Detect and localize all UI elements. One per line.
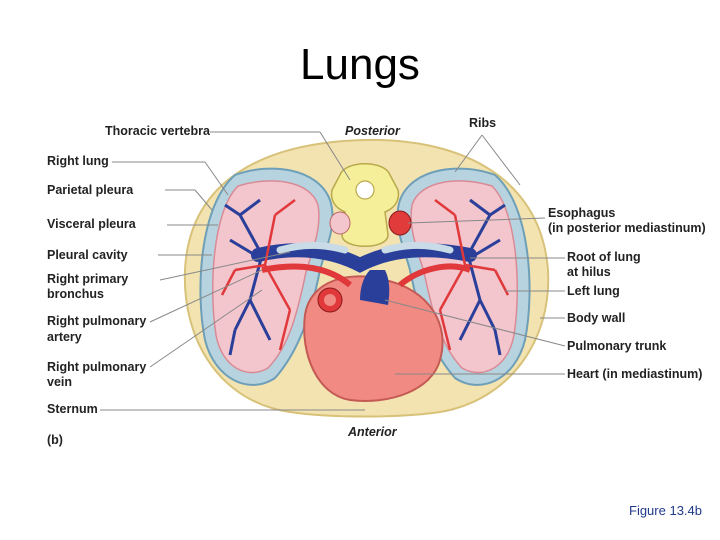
- label-right-pulmonary-artery-2: artery: [47, 330, 82, 345]
- label-right-pulmonary-artery-1: Right pulmonary: [47, 314, 146, 329]
- label-pulmonary-trunk: Pulmonary trunk: [567, 339, 666, 354]
- label-esophagus-1: Esophagus: [548, 206, 615, 221]
- label-right-primary-bronchus-1: Right primary: [47, 272, 128, 287]
- label-visceral-pleura: Visceral pleura: [47, 217, 136, 232]
- aortic-root-inner: [324, 294, 336, 306]
- label-sternum: Sternum: [47, 402, 98, 417]
- label-root-of-lung-1: Root of lung: [567, 250, 641, 265]
- esophagus-shape: [389, 211, 411, 235]
- label-ribs: Ribs: [469, 116, 496, 131]
- label-anterior: Anterior: [348, 425, 397, 440]
- label-heart: Heart (in mediastinum): [567, 367, 702, 382]
- label-thoracic-vertebra: Thoracic vertebra: [105, 124, 210, 139]
- label-body-wall: Body wall: [567, 311, 625, 326]
- aorta-shape: [330, 212, 350, 234]
- spinal-canal-shape: [356, 181, 374, 199]
- label-posterior: Posterior: [345, 124, 400, 139]
- label-right-lung: Right lung: [47, 154, 109, 169]
- label-left-lung: Left lung: [567, 284, 620, 299]
- label-esophagus-2: (in posterior mediastinum): [548, 221, 706, 236]
- label-pleural-cavity: Pleural cavity: [47, 248, 128, 263]
- label-root-of-lung-2: at hilus: [567, 265, 611, 280]
- label-right-primary-bronchus-2: bronchus: [47, 287, 104, 302]
- label-right-pulmonary-vein-2: vein: [47, 375, 72, 390]
- figure-caption: Figure 13.4b: [629, 503, 702, 518]
- label-parietal-pleura: Parietal pleura: [47, 183, 133, 198]
- label-right-pulmonary-vein-1: Right pulmonary: [47, 360, 146, 375]
- panel-letter: (b): [47, 433, 63, 448]
